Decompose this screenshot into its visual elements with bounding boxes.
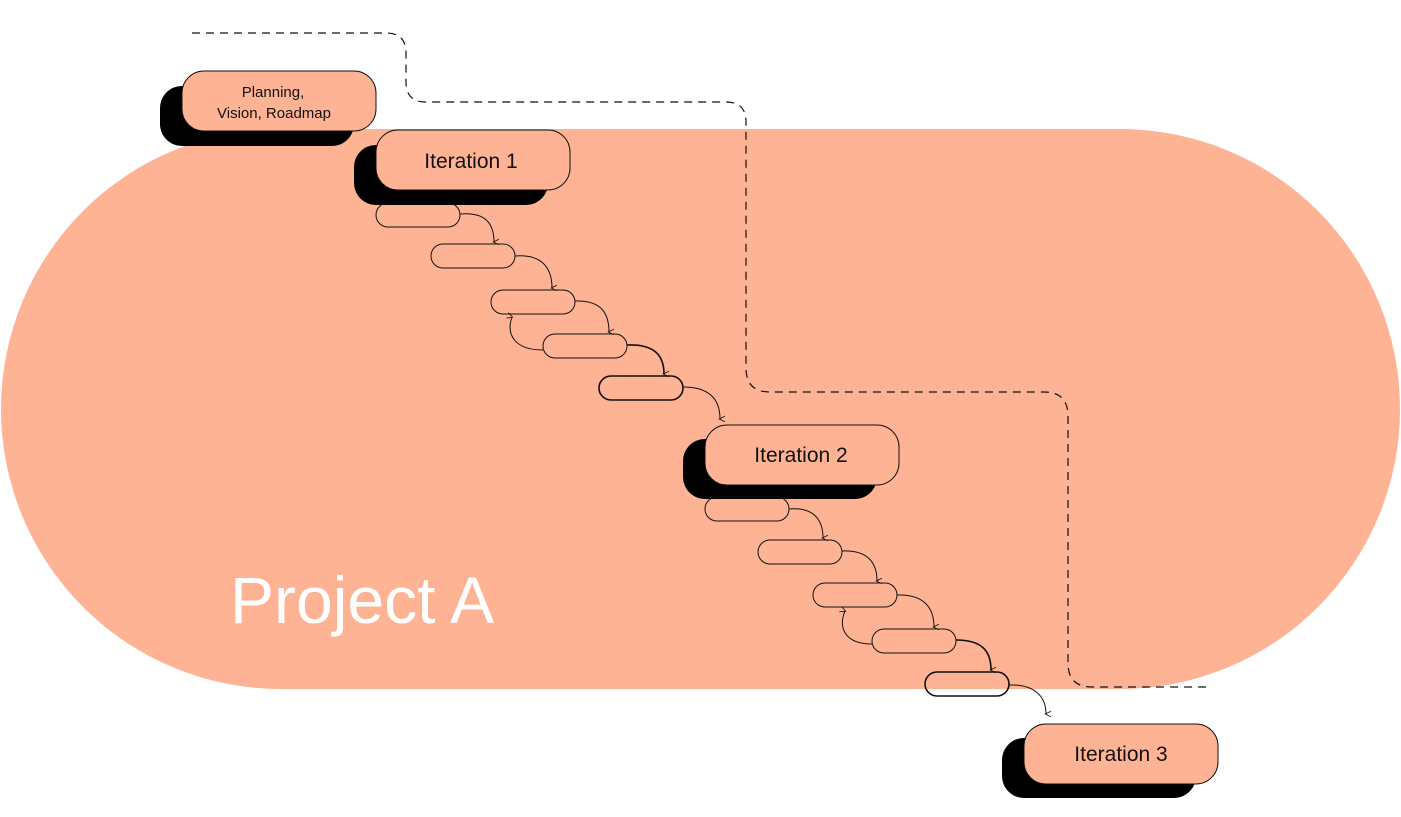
phase-boundary-dashed-line	[192, 32, 1212, 688]
task-pill[interactable]	[757, 539, 843, 565]
flow-arrow	[1008, 684, 1046, 714]
flow-arrow	[682, 386, 720, 419]
task-pill[interactable]	[871, 628, 957, 654]
iteration-3-label: Iteration 3	[1074, 743, 1167, 766]
feedback-arrow	[842, 611, 873, 645]
planning-node-label-line1: Planning,	[242, 84, 305, 101]
planning-node-box	[181, 70, 377, 132]
task-pill[interactable]	[375, 202, 461, 228]
iteration-2-label: Iteration 2	[754, 444, 847, 467]
task-pill[interactable]	[924, 671, 1010, 697]
iteration-3-box	[1023, 723, 1219, 785]
project-area	[1, 129, 1400, 689]
iteration-1-node[interactable]: Iteration 1	[354, 129, 571, 205]
task-pill[interactable]	[490, 289, 576, 315]
iteration-1-box	[375, 129, 571, 191]
task-pill[interactable]	[542, 333, 628, 359]
planning-node-label-line2: Vision, Roadmap	[217, 105, 331, 122]
project-label: Project A	[230, 563, 494, 637]
flow-arrow	[841, 550, 877, 581]
flow-arrow	[626, 344, 664, 374]
flow-arrow	[514, 255, 552, 288]
iteration-2-node[interactable]: Iteration 2	[683, 424, 900, 499]
feedback-arrow	[510, 317, 544, 351]
flow-arrow	[574, 300, 609, 332]
task-pill[interactable]	[598, 375, 684, 401]
iteration-3-node[interactable]: Iteration 3	[1002, 723, 1219, 798]
iteration-1-label: Iteration 1	[424, 150, 517, 173]
flow-arrow	[459, 213, 494, 242]
flow-arrow	[896, 594, 934, 627]
iteration-1-connectors	[459, 213, 720, 419]
iteration-2-box	[704, 424, 900, 486]
planning-node[interactable]: Planning, Vision, Roadmap	[160, 70, 377, 146]
iteration-2-connectors	[788, 508, 1046, 714]
flow-arrow	[788, 508, 823, 538]
flow-arrow	[955, 639, 991, 670]
